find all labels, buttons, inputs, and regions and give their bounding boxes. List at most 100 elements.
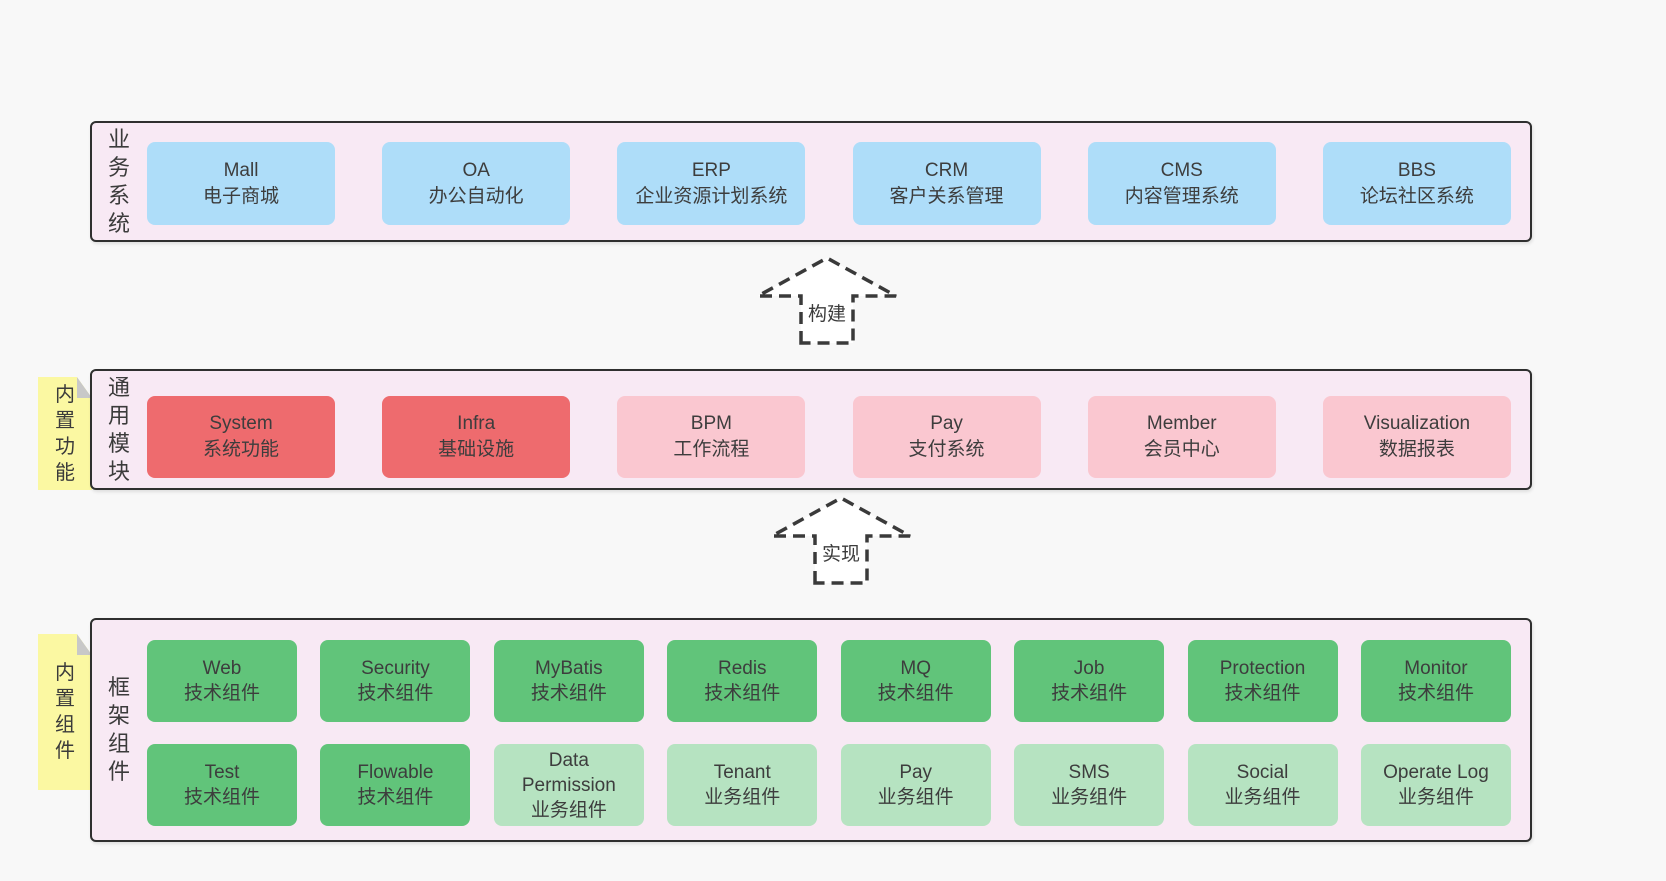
box-subtitle: 系统功能 (202, 439, 279, 460)
box-subtitle: 技术组件 (877, 683, 954, 704)
box-title: CRM (924, 159, 969, 181)
box-title: Mall (223, 159, 259, 181)
box-member: Member 会员中心 (1087, 396, 1276, 478)
box-subtitle: 办公自动化 (428, 185, 524, 207)
box-bpm: BPM 工作流程 (617, 396, 806, 478)
box-monitor: Monitor 技术组件 (1360, 640, 1511, 722)
box-title: Social (1236, 762, 1289, 783)
box-subtitle: 技术组件 (1051, 683, 1128, 704)
box-title: OA (462, 159, 490, 181)
box-subtitle: 技术组件 (1224, 683, 1301, 704)
box-title: Data Permission (521, 749, 616, 796)
box-social: Social 业务组件 (1187, 744, 1338, 826)
box-subtitle: 技术组件 (357, 683, 434, 704)
box-subtitle: 技术组件 (357, 787, 434, 808)
box-subtitle: 业务组件 (530, 799, 607, 821)
box-subtitle: 业务组件 (1224, 787, 1301, 808)
box-subtitle: 内容管理系统 (1124, 185, 1239, 207)
box-title: SMS (1068, 762, 1110, 783)
arrow-build: 构建 (756, 255, 898, 347)
box-subtitle: 技术组件 (704, 683, 781, 704)
box-oa: OA 办公自动化 (382, 142, 571, 225)
box-title: Protection (1219, 658, 1306, 679)
box-subtitle: 基础设施 (438, 439, 515, 460)
box-subtitle: 业务组件 (1397, 787, 1474, 808)
box-title: Security (361, 658, 430, 679)
arrow-build-label: 构建 (807, 304, 846, 325)
sticky-note-built-in-features: 内置功能 (38, 377, 92, 490)
box-title: Redis (717, 658, 767, 679)
sticky-built-in-features-label: 内置功能 (55, 383, 75, 484)
box-title: Job (1073, 658, 1105, 679)
box-job: Job 技术组件 (1014, 640, 1165, 722)
box-title: MyBatis (535, 658, 603, 679)
box-subtitle: 业务组件 (704, 787, 781, 808)
box-redis: Redis 技术组件 (667, 640, 818, 722)
box-flowable: Flowable 技术组件 (320, 744, 471, 826)
panel-business-systems-label-wrap: 业务系统 (92, 123, 146, 240)
box-title: MQ (900, 658, 931, 679)
panel-framework-components-label-wrap: 框架组件 (92, 620, 146, 840)
panel-business-systems-label: 业务系统 (108, 126, 131, 236)
box-title: Infra (457, 413, 496, 434)
sticky-label-wrap: 内置组件 (38, 634, 92, 790)
box-subtitle: 论坛社区系统 (1359, 185, 1474, 207)
box-mall: Mall 电子商城 (147, 142, 335, 225)
box-security: Security 技术组件 (320, 640, 471, 722)
box-subtitle: 电子商城 (202, 185, 279, 207)
box-title: BPM (690, 413, 732, 434)
box-title: Monitor (1404, 658, 1468, 679)
box-subtitle: 技术组件 (530, 683, 607, 704)
box-title: Flowable (357, 762, 434, 783)
box-tenant: Tenant 业务组件 (667, 744, 818, 826)
box-test: Test 技术组件 (147, 744, 297, 826)
sticky-label-wrap: 内置功能 (38, 377, 92, 490)
box-subtitle: 客户关系管理 (889, 185, 1004, 207)
box-title: BBS (1397, 159, 1436, 181)
box-title: CMS (1160, 159, 1203, 181)
box-title: Pay (899, 762, 933, 783)
arrow-implement: 实现 (770, 495, 912, 587)
box-title: Web (202, 658, 242, 679)
box-bbs: BBS 论坛社区系统 (1322, 142, 1511, 225)
up-arrow-icon (757, 256, 897, 345)
box-protection: Protection 技术组件 (1187, 640, 1338, 722)
box-subtitle: 工作流程 (673, 439, 750, 460)
box-cms: CMS 内容管理系统 (1087, 142, 1276, 225)
box-crm: CRM 客户关系管理 (852, 142, 1041, 225)
box-data-permission: Data Permission 业务组件 (493, 744, 644, 826)
box-subtitle: 支付系统 (908, 439, 985, 460)
box-title: Test (204, 762, 240, 783)
panel-common-modules-label-wrap: 通用模块 (92, 371, 146, 488)
sticky-note-built-in-components: 内置组件 (38, 634, 92, 790)
box-title: Visualization (1363, 413, 1471, 434)
box-subtitle: 业务组件 (1051, 787, 1128, 808)
box-subtitle: 技术组件 (1397, 683, 1474, 704)
box-subtitle: 技术组件 (183, 683, 260, 704)
box-subtitle: 业务组件 (877, 787, 954, 808)
box-web: Web 技术组件 (147, 640, 297, 722)
box-visualization: Visualization 数据报表 (1322, 396, 1511, 478)
box-subtitle: 数据报表 (1378, 439, 1455, 460)
box-infra: Infra 基础设施 (382, 396, 571, 478)
up-arrow-icon (771, 496, 911, 585)
box-title: Member (1146, 413, 1217, 434)
box-title: Tenant (713, 762, 771, 783)
box-pay: Pay 业务组件 (840, 744, 991, 826)
box-mybatis: MyBatis 技术组件 (493, 640, 644, 722)
box-subtitle: 企业资源计划系统 (635, 185, 788, 207)
box-subtitle: 会员中心 (1143, 439, 1220, 460)
box-mq: MQ 技术组件 (840, 640, 991, 722)
box-subtitle: 技术组件 (183, 787, 260, 808)
